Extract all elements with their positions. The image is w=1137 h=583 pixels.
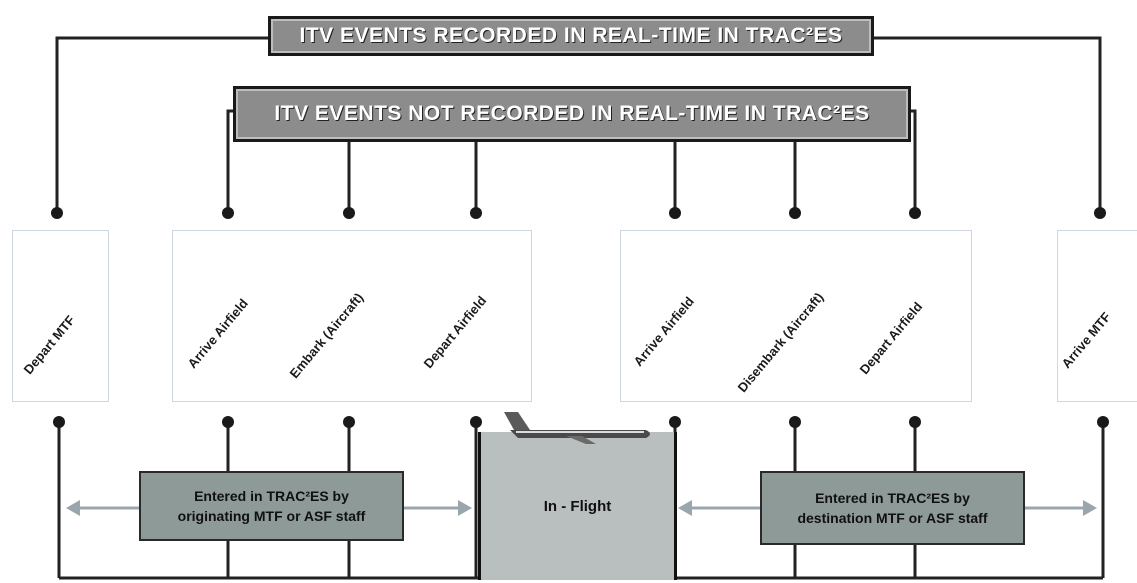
note-originating-staff: Entered in TRAC²ES by originating MTF or… [139,471,404,541]
event-box-depart-mtf [12,230,109,402]
note-destination-staff: Entered in TRAC²ES by destination MTF or… [760,471,1025,545]
event-box-arrive-mtf [1057,230,1137,402]
event-group-origin-airfield [172,230,532,402]
in-flight-label: In - Flight [543,497,612,515]
line-recorded-left [55,36,268,212]
airplane-icon [504,412,650,444]
header-not-recorded-realtime: ITV EVENTS NOT RECORDED IN REAL-TIME IN … [233,86,911,142]
header-recorded-realtime: ITV EVENTS RECORDED IN REAL-TIME IN TRAC… [268,16,874,56]
event-group-destination-airfield [620,230,972,402]
line-not-recorded-left [226,109,233,212]
in-flight-box: In - Flight [478,432,677,580]
line-recorded-right [868,36,1102,212]
